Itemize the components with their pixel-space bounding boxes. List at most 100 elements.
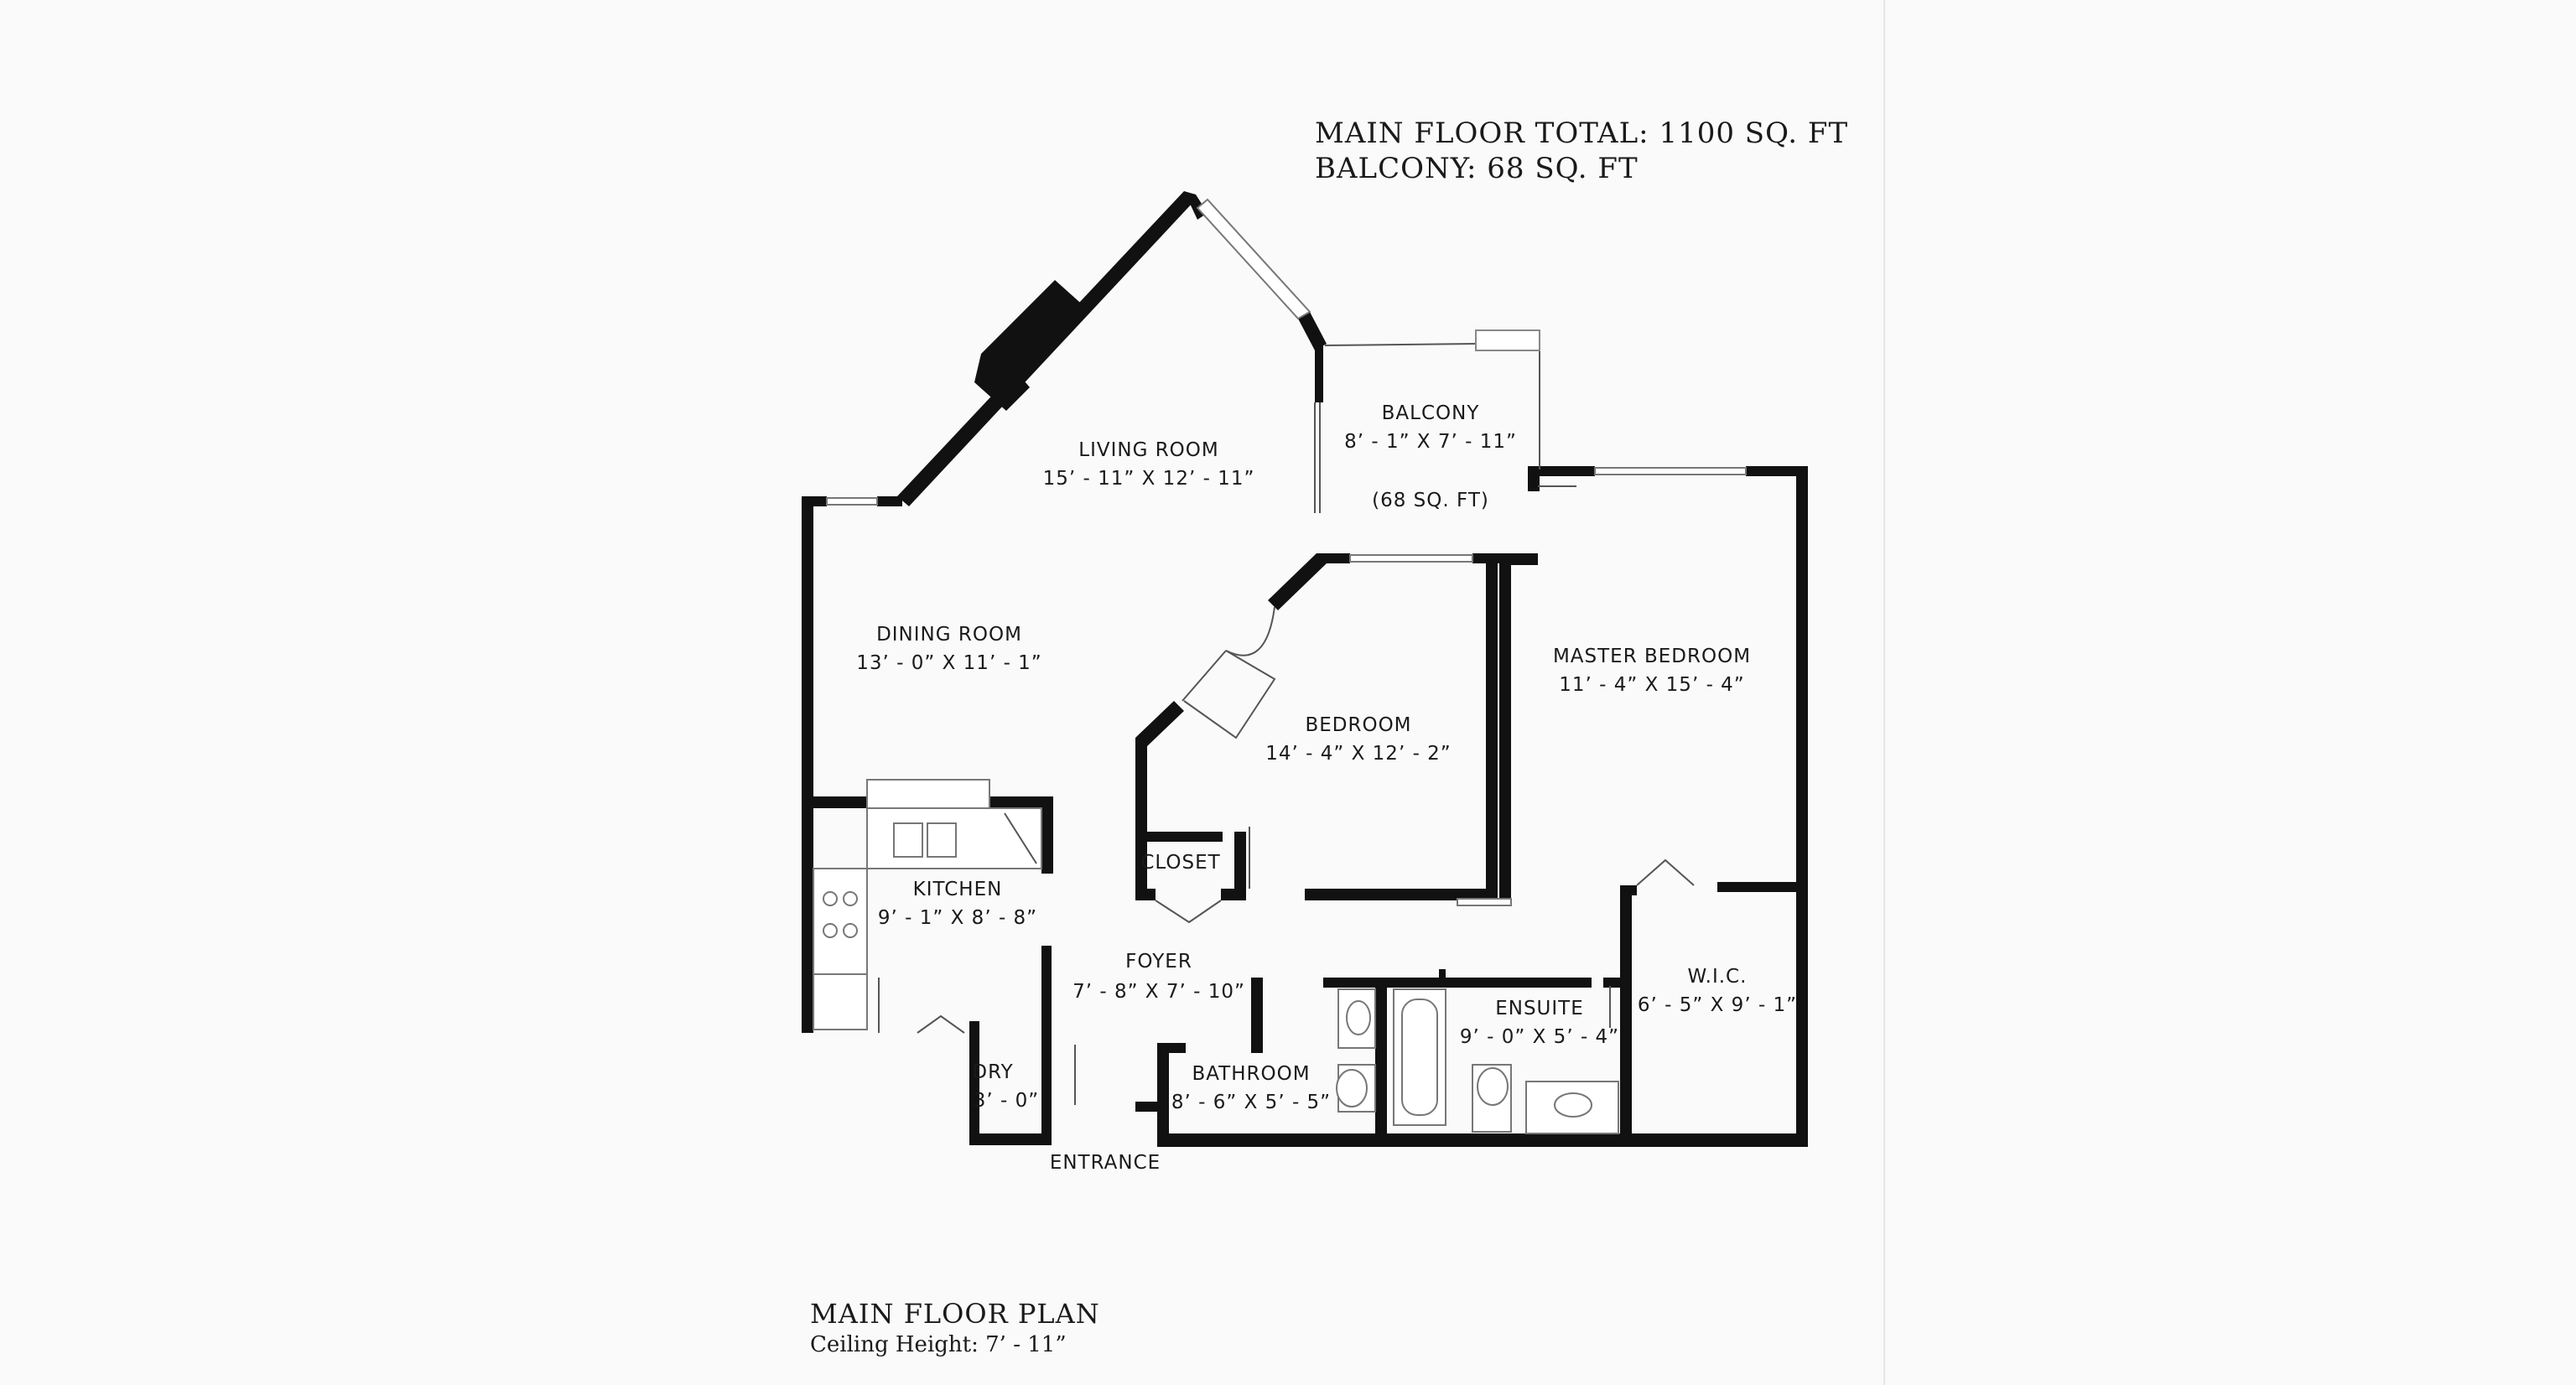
wall-ensuite-top	[1323, 978, 1592, 988]
wall-dry-bottom	[969, 1133, 1052, 1145]
ensuite-tub-basin	[1401, 999, 1438, 1116]
window-bedroom-bottom	[1457, 898, 1512, 906]
door-closet	[1155, 900, 1222, 924]
wall-bedroom-left	[1135, 738, 1147, 897]
wall-ensuite-top-tick	[1439, 969, 1446, 981]
kitchen-upper-counter	[866, 779, 990, 809]
wall-foyer-left	[1041, 946, 1052, 1135]
wall-ensuite-bathroom-sep	[1375, 978, 1387, 1142]
wall-entrance-right	[1135, 1102, 1157, 1112]
dishwasher-diagonal	[1004, 812, 1037, 864]
wall-kitchen-right	[1041, 796, 1053, 874]
dry-dims: 3’ - 0”	[974, 1090, 1039, 1112]
balcony-corner	[1475, 329, 1540, 351]
bathroom-toilet-bowl	[1336, 1069, 1368, 1107]
balcony-rail-top	[1324, 343, 1477, 346]
dining-room-dims: 13’ - 0” X 11’ - 1”	[856, 652, 1041, 674]
stove-burner	[823, 891, 838, 906]
wall-ensuite-top-right	[1603, 978, 1632, 988]
door-bedroom-swing	[1183, 650, 1276, 739]
wall-dining-top-stub	[802, 496, 827, 506]
fridge	[813, 973, 868, 1030]
wall-living-right	[1315, 344, 1323, 402]
wall-closet-bottom-left	[1135, 889, 1156, 900]
ensuite-toilet-bowl	[1477, 1067, 1509, 1106]
kitchen-name: KITCHEN	[913, 879, 1003, 900]
plan-title: MAIN FLOOR PLAN	[810, 1298, 1100, 1330]
bedroom-dims: 14’ - 4” X 12’ - 2”	[1265, 743, 1451, 765]
master-bedroom-dims: 11’ - 4” X 15’ - 4”	[1559, 674, 1744, 696]
closet-name: CLOSET	[1140, 852, 1220, 874]
wall-bedroom-left-diagonal	[1135, 701, 1184, 748]
wall-bottom	[1157, 1133, 1808, 1147]
fireplace	[974, 280, 1087, 411]
bedroom-name: BEDROOM	[1305, 714, 1411, 736]
wall-bathroom-foyer	[1251, 978, 1263, 1053]
kitchen-side-counter	[813, 868, 868, 975]
door-bedroom	[1182, 606, 1275, 702]
master-bedroom-name: MASTER BEDROOM	[1553, 646, 1751, 667]
wic-name: W.I.C.	[1688, 966, 1748, 988]
doors	[878, 606, 1695, 1105]
wall-wic-left	[1620, 885, 1632, 1144]
balcony-name: BALCONY	[1382, 402, 1480, 424]
balcony-area: (68 SQ. FT)	[1372, 490, 1489, 511]
door-wic	[1636, 858, 1695, 886]
living-room-dims: 15’ - 11” X 12’ - 11”	[1043, 468, 1255, 490]
bathroom-sink-basin	[1346, 1000, 1371, 1035]
balcony-dims: 8’ - 1” X 7’ - 11”	[1344, 431, 1517, 453]
entrance-name: ENTRANCE	[1050, 1152, 1161, 1174]
window-dining	[826, 497, 878, 506]
kitchen-sink-left	[893, 822, 923, 858]
wall-bedroom-bottom	[1305, 889, 1498, 900]
wall-kitchen-left	[802, 796, 813, 1033]
wall-diagonal-right	[1298, 312, 1327, 350]
page-edge	[1883, 0, 1885, 1385]
ensuite-dims: 9’ - 0” X 5’ - 4”	[1460, 1026, 1619, 1048]
foyer-name: FOYER	[1125, 951, 1192, 973]
main-floor-total: MAIN FLOOR TOTAL: 1100 SQ. FT	[1315, 117, 1848, 150]
wall-master-left	[1499, 562, 1511, 899]
walls	[802, 191, 1808, 1147]
ensuite-sink	[1554, 1092, 1592, 1118]
stove-burner	[843, 891, 858, 906]
wall-bedroom-right	[1486, 553, 1498, 900]
wall-dining-left	[802, 496, 813, 805]
balcony-total: BALCONY: 68 SQ. FT	[1315, 152, 1639, 185]
wall-wic-top-stub	[1620, 885, 1637, 895]
wall-master-right	[1796, 466, 1808, 1147]
wic-dims: 6’ - 5” X 9’ - 1”	[1638, 994, 1797, 1016]
wall-closet-top	[1135, 832, 1223, 842]
windows	[826, 198, 1747, 906]
bathroom-dims: 8’ - 6” X 5’ - 5”	[1171, 1092, 1331, 1113]
kitchen-dims: 9’ - 1” X 8’ - 8”	[878, 907, 1037, 929]
wall-wic-top	[1717, 882, 1808, 892]
wall-master-top-right	[1746, 466, 1806, 476]
window-living-peak	[1196, 198, 1311, 320]
fixtures	[813, 779, 1619, 1134]
wall-dry-left	[969, 1021, 979, 1145]
stove-burner	[843, 923, 858, 938]
wall-bathroom-top-left	[1157, 1043, 1186, 1053]
wall-bathroom-left	[1157, 1043, 1169, 1145]
wall-dining-top-stub-2	[877, 496, 902, 506]
room-labels: LIVING ROOM 15’ - 11” X 12’ - 11” BALCON…	[856, 402, 1797, 1174]
ceiling-height: Ceiling Height: 7’ - 11”	[810, 1332, 1067, 1357]
dry-name: DRY	[972, 1061, 1013, 1083]
wall-bedroom-diagonal	[1268, 553, 1327, 610]
door-dry	[917, 1014, 965, 1034]
window-bedroom	[1349, 554, 1473, 563]
dining-room-name: DINING ROOM	[876, 624, 1022, 646]
ensuite-name: ENSUITE	[1495, 998, 1584, 1019]
window-master	[1594, 467, 1747, 475]
stove-burner	[823, 923, 838, 938]
bathroom-name: BATHROOM	[1192, 1063, 1310, 1085]
wall-bedroom-top-left	[1317, 553, 1350, 563]
wall-master-top-stub	[1528, 466, 1595, 476]
foyer-dims: 7’ - 8” X 7’ - 10”	[1072, 981, 1245, 1003]
wall-closet-right	[1234, 832, 1246, 900]
living-room-name: LIVING ROOM	[1078, 439, 1219, 461]
kitchen-sink-right	[927, 822, 957, 858]
